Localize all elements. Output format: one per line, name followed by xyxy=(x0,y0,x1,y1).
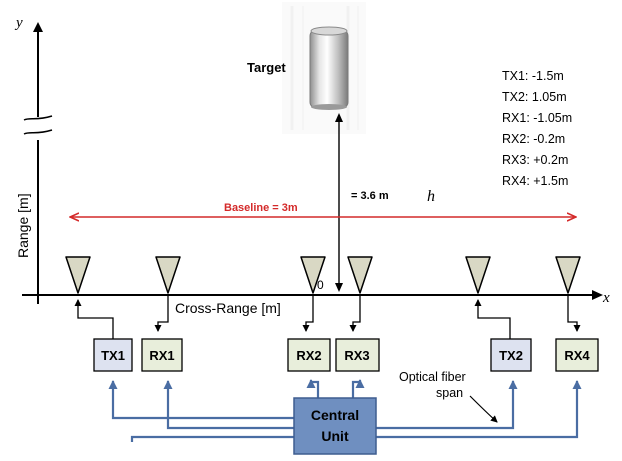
antenna-feed-lines xyxy=(74,296,581,339)
fiber-rx3 xyxy=(351,379,365,398)
module-rx2-label: RX2 xyxy=(296,348,321,363)
module-rx3-label: RX3 xyxy=(344,348,369,363)
x-axis xyxy=(22,290,603,300)
baseline-label: Baseline = 3m xyxy=(224,202,298,214)
target-can-image xyxy=(309,26,349,110)
fiber-label-line2: span xyxy=(436,386,463,400)
fiber-label-line1: Optical fiber xyxy=(399,370,466,384)
antennas xyxy=(65,256,581,294)
antenna-rx3 xyxy=(347,256,373,294)
origin-label: 0 xyxy=(317,278,324,292)
fiber-rx4 xyxy=(376,380,582,439)
y-axis xyxy=(23,22,53,304)
module-rx2: RX2 xyxy=(287,338,331,372)
target-height-arrow xyxy=(335,113,343,292)
module-rx4-label: RX4 xyxy=(564,348,590,363)
position-tx2: TX2: 1.05m xyxy=(502,90,567,104)
position-rx1: RX1: -1.05m xyxy=(502,111,572,125)
axis-break-mark xyxy=(23,115,53,121)
module-tx1-label: TX1 xyxy=(101,348,125,363)
module-rx1: RX1 xyxy=(141,338,183,372)
position-tx1: TX1: -1.5m xyxy=(502,69,564,83)
range-axis-label: Range [m] xyxy=(15,193,31,258)
module-rx4: RX4 xyxy=(555,338,599,372)
position-rx2: RX2: -0.2m xyxy=(502,132,565,146)
target-height-label: = 3.6 m xyxy=(351,190,389,202)
fiber-tx1 xyxy=(108,380,294,420)
central-unit-label-line1: Central xyxy=(311,407,359,423)
module-tx1: TX1 xyxy=(93,338,133,372)
antenna-rx4 xyxy=(555,256,581,294)
antenna-tx2 xyxy=(465,256,491,294)
module-tx2-label: TX2 xyxy=(499,348,523,363)
fiber-rx1 xyxy=(163,380,294,430)
antenna-tx1 xyxy=(65,256,91,294)
cross-range-axis-label: Cross-Range [m] xyxy=(175,300,281,316)
antenna-rx1 xyxy=(155,256,181,294)
target-label: Target xyxy=(247,60,286,75)
y-axis-symbol: y xyxy=(14,15,23,31)
antenna-rx2 xyxy=(300,256,326,294)
height-symbol: h xyxy=(427,188,435,205)
antenna-position-list: TX1: -1.5m TX2: 1.05m RX1: -1.05m RX2: -… xyxy=(502,69,572,188)
x-axis-symbol: x xyxy=(602,290,610,306)
central-unit: Central Unit xyxy=(293,397,377,455)
module-rx3: RX3 xyxy=(335,338,380,372)
central-unit-label-line2: Unit xyxy=(321,428,349,444)
position-rx3: RX3: +0.2m xyxy=(502,153,568,167)
module-rx1-label: RX1 xyxy=(149,348,174,363)
fiber-rx2 xyxy=(306,379,320,398)
optical-fiber-links xyxy=(108,379,582,442)
module-tx2: TX2 xyxy=(490,338,532,372)
fiber-tx2 xyxy=(376,380,518,430)
position-rx4: RX4: +1.5m xyxy=(502,174,568,188)
fiber-label-pointer xyxy=(469,395,498,423)
